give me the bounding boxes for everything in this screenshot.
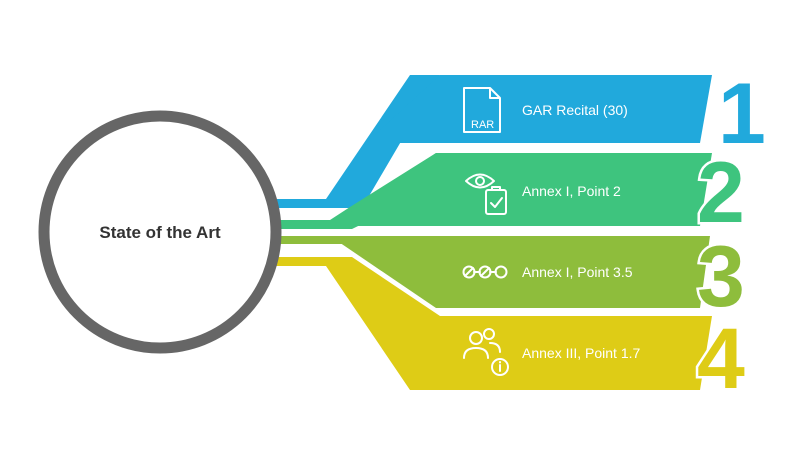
band-3-shape — [330, 236, 710, 308]
band-4-connector — [276, 257, 440, 390]
center-label: State of the Art — [99, 223, 221, 242]
band-4: 4 Annex III, Point 1.7 — [276, 257, 748, 410]
band-3: 3 Annex I, Point 3.5 — [276, 227, 747, 328]
svg-text:RAR: RAR — [471, 119, 494, 131]
band-3-label: Annex I, Point 3.5 — [522, 264, 633, 280]
band-1: 1 RAR GAR Recital (30) — [276, 64, 768, 208]
band-2-label: Annex I, Point 2 — [522, 183, 621, 199]
band-1-shape — [366, 75, 712, 143]
eye-clipboard-icon — [465, 173, 507, 215]
band-4-label: Annex III, Point 1.7 — [522, 345, 641, 361]
center-ring — [38, 110, 282, 354]
band-2-shape — [330, 153, 712, 226]
band-4-number: 4 — [697, 311, 745, 407]
band-2: 2 Annex I, Point 2 — [276, 143, 747, 244]
band-3-number: 3 — [697, 229, 745, 325]
band-1-number: 1 — [718, 66, 766, 162]
band-4-shape — [366, 316, 712, 390]
band-1-label: GAR Recital (30) — [522, 102, 628, 118]
band-1-connector — [276, 75, 440, 208]
linked-circles-icon — [462, 265, 508, 279]
center-node: State of the Art — [38, 110, 282, 354]
users-info-icon — [463, 328, 509, 376]
band-2-number: 2 — [697, 145, 745, 241]
rar-file-icon: RAR — [463, 87, 501, 133]
